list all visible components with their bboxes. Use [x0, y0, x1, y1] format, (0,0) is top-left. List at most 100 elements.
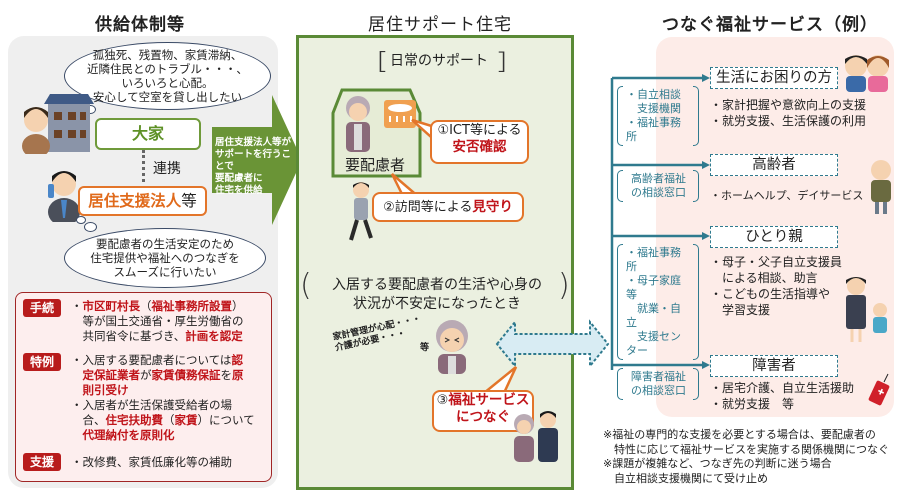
- services-title: つなぐ福祉サービス（例）: [662, 15, 878, 35]
- rule-text-exception: ・入居する要配慮者については認 定保証業者が家賃債務保証を原 則引受け・入居者が…: [71, 353, 267, 443]
- callout2-red: 見守り: [472, 199, 513, 215]
- worry-etc: 等: [420, 343, 430, 353]
- supply-arrow: [212, 95, 302, 225]
- agency-line: 支援機関: [626, 102, 681, 115]
- support-corp-suffix: 等: [181, 192, 197, 210]
- service-target-single-parent: ひとり親: [710, 226, 838, 248]
- owner-thought-cloud: 孤独死、残置物、家賃滞納、 近隣住民とのトラブル・・・、 いろいろと心配。 安心…: [64, 42, 271, 110]
- svg-text:✚: ✚: [876, 387, 886, 398]
- bracket-close: ): [558, 268, 570, 303]
- help-mark-icon: ✚: [868, 373, 890, 406]
- rule-text-part: ・入居する要配慮者については: [71, 353, 232, 367]
- support-corp-box: 居住支援法人等: [78, 186, 207, 216]
- landlord-illustration: [22, 94, 94, 154]
- landlord-box: 大家: [95, 118, 201, 150]
- visit-monitor-callout: ②訪問等による見守り: [372, 192, 524, 222]
- agency-line: 就業・自立: [626, 302, 681, 329]
- rule-text-part: が: [140, 368, 152, 382]
- agency-line: 支援センター: [626, 330, 681, 357]
- worried-resident-illustration: [436, 320, 468, 374]
- callout3-line2: につなぐ: [456, 409, 510, 425]
- note-line: 特性に応じて福祉サービスを実施する関係機関につなぐ: [603, 442, 889, 456]
- rule-highlight: 代理納付を原則化: [82, 428, 175, 442]
- rule-highlight: 家賃: [174, 413, 198, 427]
- arrow-text-line: 住宅を供給: [215, 185, 263, 196]
- corp-thought-cloud: 要配慮者の生活安定のため 住宅提供や福祉へのつなぎを スムーズに行いたい: [64, 228, 266, 288]
- bracket-open: ［: [364, 51, 387, 76]
- owner-thought-line: 近隣住民とのトラブル・・・、: [87, 62, 248, 76]
- support-corp-label: 居住支援法人: [88, 192, 182, 210]
- rule-line: 則引受け: [71, 383, 267, 398]
- rule-text-part: ・入居者が生活保護受給者の場: [71, 398, 232, 412]
- rule-line: 定保証業者が家賃債務保証を原: [71, 368, 267, 383]
- rule-highlight: 福祉事務所設置: [151, 299, 233, 313]
- arrow-text-line: サポートを行うことで: [215, 149, 292, 172]
- service-target-disabled: 障害者: [710, 355, 838, 377]
- rule-text-part: 合、: [71, 413, 106, 427]
- rule-highlight: 定保証業者: [82, 368, 141, 382]
- agency-line: ・福祉事務所: [626, 246, 681, 273]
- rule-highlight: 住宅扶助費: [105, 413, 164, 427]
- agency-elderly: 高齢者福祉 の相談窓口: [617, 170, 699, 202]
- rule-text-part: （: [163, 413, 175, 427]
- corp-thought-line: スムーズに行いたい: [113, 265, 217, 279]
- agency-line: ・母子家庭等: [626, 274, 681, 301]
- unstable-condition-text: 入居する要配慮者の生活や心身の 状況が不安定になったとき: [312, 276, 562, 314]
- rule-line: ・入居者が生活保護受給者の場: [71, 398, 267, 413]
- rule-tag-support: 支援: [23, 453, 61, 471]
- arrow-text-line: 要配慮者に: [215, 173, 263, 184]
- visitor-illustration: [349, 182, 373, 241]
- agency-needy: ・自立相談 支援機関 ・福祉事務所: [617, 86, 699, 146]
- desc-line: ・ホームヘルプ、デイサービス: [710, 189, 864, 202]
- support-corp-staff-illustration: [48, 171, 80, 222]
- desc-line: ・居宅介護、自立生活援助: [710, 381, 855, 395]
- rule-tag-exception: 特例: [23, 353, 61, 371]
- elderly-man-illustration: [871, 160, 891, 214]
- service-desc-needy: ・家計把握や意欲向上の支援 ・就労支援、生活保護の利用: [710, 97, 866, 129]
- connect-welfare-callout: ③福祉サービス につなぐ: [432, 390, 534, 432]
- thought-puff: [84, 222, 97, 232]
- desc-line: による相談、助言: [710, 271, 818, 285]
- rule-highlight: 計画を認定: [185, 329, 243, 343]
- link-dotted-line: [142, 150, 145, 182]
- rule-line: 等が国土交通省・厚生労働省の: [71, 314, 267, 329]
- agency-line: 障害者福祉: [631, 370, 686, 383]
- agency-line: 高齢者福祉: [631, 172, 686, 185]
- agency-line: ・自立相談: [626, 88, 681, 101]
- callout3-red: 福祉サービス: [448, 392, 530, 408]
- agency-single-parent: ・福祉事務所 ・母子家庭等 就業・自立 支援センター: [617, 244, 699, 360]
- desc-line: ・就労支援、生活保護の利用: [710, 114, 867, 128]
- rules-box: 手続 ・市区町村長（福祉事務所設置） 等が国土交通省・厚生労働省の 共同省令に基…: [15, 292, 272, 482]
- rule-text-part: ・: [71, 299, 83, 313]
- callout3-prefix: ③: [436, 393, 449, 408]
- single-parent-illustration: [846, 277, 887, 342]
- desc-line: ・こどもの生活指導や: [710, 287, 831, 301]
- rule-text-part: （: [140, 299, 152, 313]
- rule-tag-procedure: 手続: [23, 299, 61, 317]
- consultation-illustration: [514, 411, 558, 462]
- service-connector-tree: [610, 74, 710, 370]
- rule-line: ・改修費、家賃低廉化等の補助: [71, 455, 267, 470]
- desc-line: ・就労支援 等: [710, 397, 795, 411]
- agency-line: の相談窓口: [631, 384, 686, 397]
- rule-text-part: [71, 383, 83, 397]
- bracket-open: (: [300, 268, 312, 303]
- unstable-line2: 状況が不安定になったとき: [353, 296, 521, 312]
- rule-text-procedure: ・市区町村長（福祉事務所設置） 等が国土交通省・厚生労働省の 共同省令に基づき、…: [71, 299, 267, 344]
- rule-text-part: 共同省令に基づき、: [71, 329, 186, 343]
- agency-line: ・福祉事務所: [626, 116, 681, 143]
- owner-thought-line: いろいろと心配。: [121, 76, 214, 90]
- notes: ※福祉の専門的な支援を必要とする場合は、要配慮者の 特性に応じて福祉サービスを実…: [603, 428, 889, 486]
- supply-title: 供給体制等: [95, 15, 185, 35]
- rule-text-part: ）: [232, 299, 244, 313]
- house-illustration: [331, 88, 422, 178]
- rule-text-part: を: [220, 368, 233, 382]
- service-desc-elderly: ・ホームヘルプ、デイサービス: [710, 188, 863, 204]
- bracket-close: ］: [498, 51, 521, 76]
- rule-highlight: 家賃債務保証: [151, 368, 221, 382]
- two-way-arrow[interactable]: [495, 318, 610, 370]
- rule-line: ・市区町村長（福祉事務所設置）: [71, 299, 267, 314]
- needy-couple-illustration: [845, 55, 889, 92]
- callout1-line1: ①ICT等による: [437, 123, 522, 138]
- service-desc-disabled: ・居宅介護、自立生活援助 ・就労支援 等: [710, 380, 854, 412]
